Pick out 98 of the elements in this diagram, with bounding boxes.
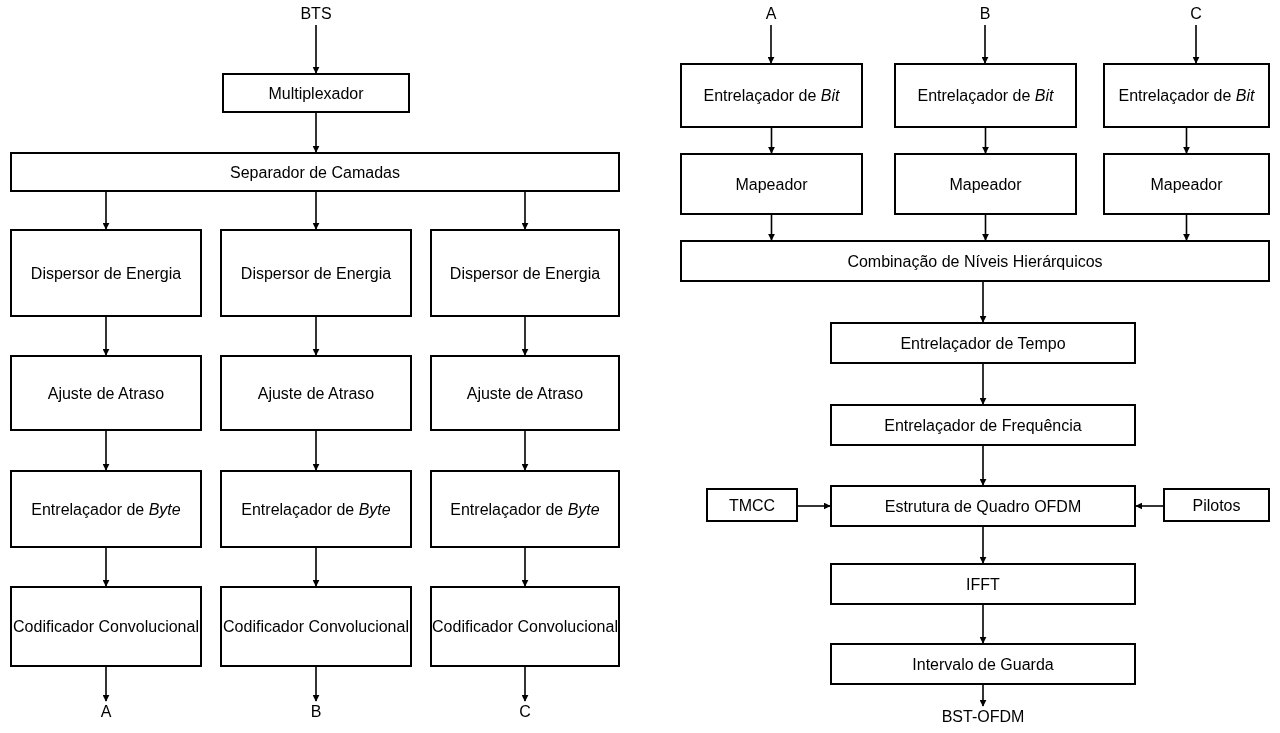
- process-box: [430, 229, 620, 317]
- box-label: Codificador Convolucional: [432, 617, 618, 636]
- signal-label: C: [1190, 4, 1202, 24]
- box-label: Entrelaçador de Byte: [450, 499, 600, 519]
- arrow: [1135, 502, 1164, 510]
- process-box: [830, 404, 1136, 446]
- box-label: Combinação de Níveis Hierárquicos: [847, 251, 1103, 271]
- box-label: Entrelaçador de Frequência: [884, 415, 1082, 435]
- process-box: [680, 63, 863, 128]
- box-label: Ajuste de Atraso: [257, 383, 375, 403]
- box-label: IFFT: [966, 574, 1000, 594]
- arrow: [1183, 214, 1190, 241]
- arrow: [982, 127, 989, 154]
- box-label: Pilotos: [1192, 495, 1241, 515]
- box-label: Codificador Convolucional: [13, 617, 199, 636]
- process-box: [680, 240, 1270, 282]
- arrow: [979, 604, 987, 644]
- box-label: Dispersor de Energia: [240, 263, 392, 283]
- process-box: [222, 73, 410, 113]
- arrow: [979, 445, 987, 486]
- arrow: [521, 316, 529, 356]
- arrow: [102, 316, 110, 356]
- process-box: [220, 355, 412, 431]
- arrow: [521, 430, 529, 471]
- arrow: [979, 526, 987, 564]
- box-label: Mapeador: [949, 174, 1022, 194]
- box-label: Multiplexador: [268, 83, 364, 103]
- box-label: Codificador Convolucional: [223, 617, 409, 636]
- arrow: [1183, 127, 1190, 154]
- process-box: [830, 643, 1136, 685]
- arrow: [767, 24, 775, 64]
- box-label: Entrelaçador de Bit: [917, 86, 1054, 105]
- signal-label: B: [979, 4, 991, 24]
- process-box: [10, 470, 202, 548]
- box-label: Mapeador: [735, 174, 808, 194]
- arrow: [312, 316, 320, 356]
- process-box: [830, 563, 1136, 605]
- box-label: Estrutura de Quadro OFDM: [884, 496, 1082, 516]
- box-label: Mapeador: [1150, 174, 1223, 194]
- process-box: [430, 586, 620, 667]
- arrow: [102, 666, 110, 702]
- box-label: Entrelaçador de Bit: [1118, 86, 1255, 105]
- box-label: Ajuste de Atraso: [47, 383, 165, 403]
- box-label: TMCC: [728, 495, 776, 515]
- box-label: Dispersor de Energia: [30, 263, 182, 283]
- box-label: Entrelaçador de Byte: [241, 499, 391, 519]
- arrow: [768, 127, 775, 154]
- process-box: [1103, 153, 1270, 215]
- process-box: [680, 153, 863, 215]
- box-label: Dispersor de Energia: [449, 263, 601, 283]
- process-box: [894, 153, 1077, 215]
- signal-label: A: [765, 4, 777, 24]
- arrow: [768, 214, 775, 241]
- arrow: [102, 191, 110, 230]
- process-box: [220, 229, 412, 317]
- process-box: [1103, 63, 1270, 128]
- arrow: [979, 363, 987, 405]
- arrow: [312, 191, 320, 230]
- arrow: [982, 214, 989, 241]
- process-box: [430, 355, 620, 431]
- signal-label: BST-OFDM: [941, 707, 1025, 727]
- process-box: [894, 63, 1077, 128]
- process-box: [10, 355, 202, 431]
- process-box: [220, 586, 412, 667]
- process-box: [1163, 488, 1270, 522]
- process-box: [830, 322, 1136, 364]
- arrow: [521, 191, 529, 230]
- arrow: [979, 281, 987, 323]
- box-label: Separador de Camadas: [230, 162, 400, 182]
- process-box: [10, 229, 202, 317]
- box-label: Entrelaçador de Tempo: [900, 333, 1066, 353]
- arrow: [312, 24, 320, 74]
- arrow: [521, 666, 529, 702]
- arrow: [312, 112, 320, 153]
- process-box: [706, 488, 798, 522]
- arrow: [797, 502, 831, 510]
- signal-label: BTS: [300, 4, 332, 24]
- arrow: [312, 430, 320, 471]
- process-box: [10, 586, 202, 667]
- process-box: [220, 470, 412, 548]
- arrow: [102, 430, 110, 471]
- arrow: [312, 547, 320, 587]
- process-box: [430, 470, 620, 548]
- arrow: [1192, 24, 1200, 64]
- process-box: [10, 152, 620, 192]
- signal-label: C: [519, 702, 531, 722]
- box-label: Intervalo de Guarda: [912, 654, 1054, 674]
- arrow: [981, 24, 989, 64]
- arrow: [979, 684, 987, 707]
- arrow: [102, 547, 110, 587]
- signal-label: B: [310, 702, 322, 722]
- signal-label: A: [100, 702, 112, 722]
- arrow: [521, 547, 529, 587]
- box-label: Ajuste de Atraso: [466, 383, 584, 403]
- box-label: Entrelaçador de Bit: [703, 86, 840, 105]
- process-box: [830, 485, 1136, 527]
- arrow: [312, 666, 320, 702]
- box-label: Entrelaçador de Byte: [31, 499, 181, 519]
